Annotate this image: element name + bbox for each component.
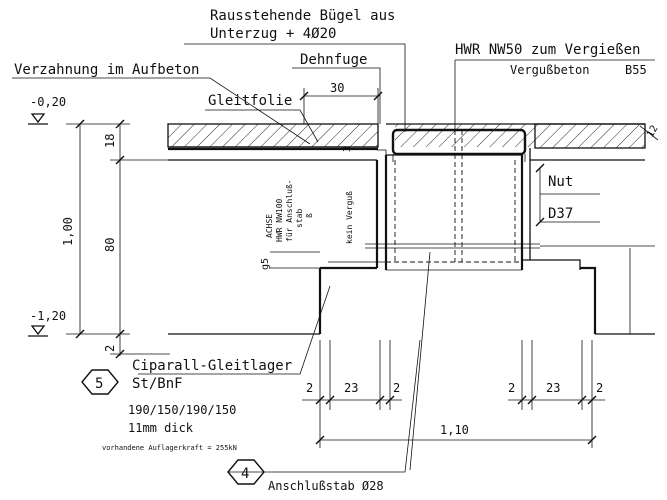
h2-text: 2 [103, 345, 117, 352]
top-slab [167, 123, 646, 151]
verzahnung-label: Verzahnung im Aufbeton [14, 62, 199, 78]
achse-v1: ACHSE [265, 214, 274, 238]
leader-lines [12, 43, 655, 473]
marker-4-text: 4 [241, 466, 249, 482]
bottom-dimensions [302, 340, 605, 448]
total-height-text: 1,00 [61, 217, 75, 246]
kein-verguss-label: kein Verguß [345, 191, 354, 244]
right-annotations [535, 125, 659, 227]
dim-bl-23: 23 [344, 381, 358, 395]
marker-5-text: 5 [95, 376, 103, 392]
right-beam [522, 148, 655, 335]
dim-30 [299, 88, 383, 124]
dim-bl-2a: 2 [306, 381, 313, 395]
dim-br-2a: 2 [508, 381, 515, 395]
level-bottom-text: -1,20 [30, 309, 66, 323]
twelve-label: 12 [645, 124, 661, 140]
achse-v5: ß [305, 213, 314, 218]
dim-span-110: 1,10 [440, 423, 469, 437]
left-dimension-column [28, 113, 170, 359]
top-note-line1: Rausstehende Bügel aus [210, 8, 395, 24]
dehnfuge-label: Dehnfuge [300, 52, 367, 68]
h18-text: 18 [103, 134, 117, 148]
d37-label: D37 [548, 206, 573, 222]
top-note-line2: Unterzug + 4Ø20 [210, 26, 336, 42]
anschlussstab-label: Anschlußstab Ø28 [268, 479, 384, 493]
h3-text: 3 [342, 146, 353, 152]
marker-4: 4 [227, 459, 265, 485]
marker-5: 5 [81, 369, 119, 395]
dim-bl-2b: 2 [393, 381, 400, 395]
level-top-text: -0,20 [30, 95, 66, 109]
lager-dick-label: 11mm dick [128, 421, 194, 435]
h80-text: 80 [103, 238, 117, 252]
central-corbel [384, 130, 524, 271]
auflagerkraft-label: vorhandene Auflagerkraft = 255kN [102, 444, 237, 452]
achse-v4: stab [295, 209, 304, 228]
b55-label: B55 [625, 63, 647, 77]
vergussbeton-label: Vergußbeton [510, 63, 589, 77]
nut-label: Nut [548, 174, 573, 190]
achse-v2: HWR NW100 [275, 198, 284, 242]
lager-dims-label: 190/150/190/150 [128, 403, 236, 417]
connection-rebar [365, 243, 655, 471]
g5-label: g5 [260, 258, 271, 270]
dim-30-text: 30 [330, 81, 344, 95]
dim-br-2b: 2 [596, 381, 603, 395]
ciparall-label: Ciparall-Gleitlager [132, 358, 292, 374]
dim-br-23: 23 [546, 381, 560, 395]
st-bnf-label: St/BnF [132, 376, 183, 392]
hwr-top-label: HWR NW50 zum Vergießen [455, 42, 640, 58]
achse-v3: für Anschluß- [285, 179, 294, 242]
gleitfolie-label: Gleitfolie [208, 93, 292, 109]
